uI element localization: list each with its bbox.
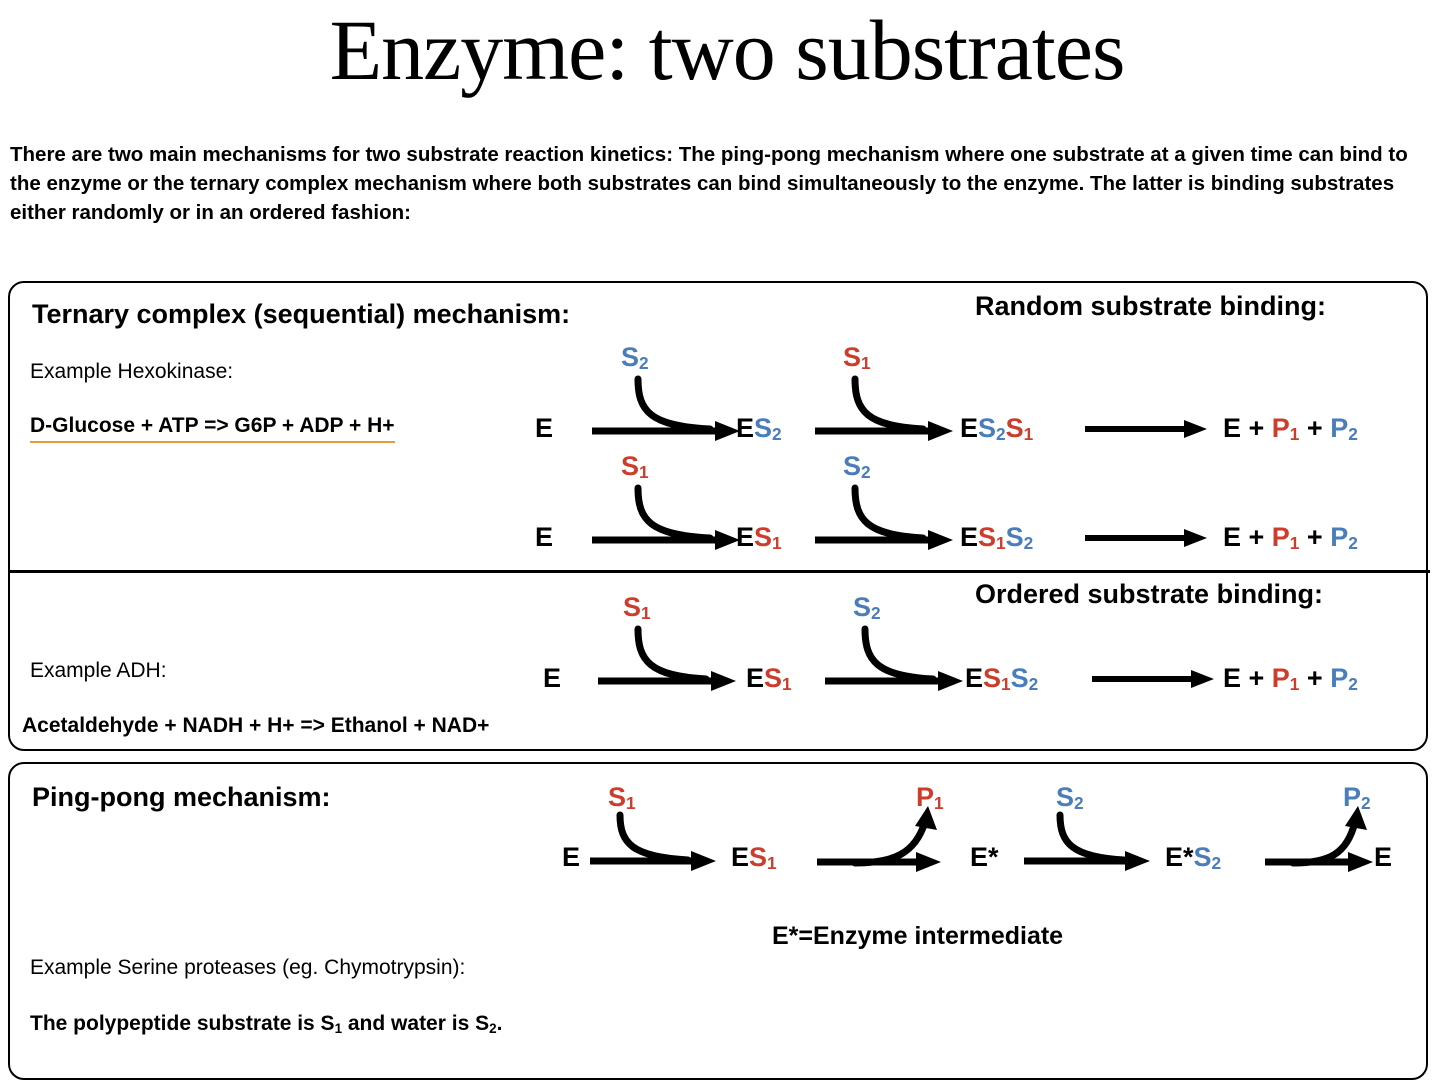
ternary-complex-box: Ternary complex (sequential) mechanism: …: [8, 281, 1430, 751]
pingpong-start-species: E: [562, 842, 581, 872]
row1-start-species: E: [535, 413, 554, 443]
row1-substrate-label-2: S1: [843, 342, 871, 374]
pingpong-node-2: E*: [970, 842, 999, 872]
hexokinase-equation: D-Glucose + ATP => G6P + ADP + H+: [30, 414, 395, 443]
adh-equation: Acetaldehyde + NADH + H+ => Ethanol + NA…: [22, 714, 490, 737]
enzyme-intermediate-note: E*=Enzyme intermediate: [772, 922, 1064, 950]
row2-arrow-2: [813, 480, 963, 552]
serine-protease-example-label: Example Serine proteases (eg. Chymotryps…: [30, 956, 466, 979]
row2-products: E + P1 + P2: [1223, 522, 1358, 554]
row2-substrate-label-2: S2: [843, 451, 871, 483]
pingpong-product-label-1: P1: [916, 782, 944, 814]
pingpong-heading: Ping-pong mechanism:: [32, 782, 331, 812]
ordered-node-2: ES1S2: [965, 663, 1039, 695]
row2-start-species: E: [535, 522, 554, 552]
pingpong-arrow-3: [1022, 809, 1162, 871]
ordered-products: E + P1 + P2: [1223, 663, 1358, 695]
ordered-start-species: E: [543, 663, 562, 693]
row1-products: E + P1 + P2: [1223, 413, 1358, 445]
adh-example-label: Example ADH:: [30, 659, 167, 682]
hexokinase-example-label: Example Hexokinase:: [30, 360, 234, 383]
row2-substrate-label-1: S1: [621, 451, 649, 483]
ping-pong-box: Ping-pong mechanism: E S1 ES1 P1 E* S: [8, 762, 1428, 1080]
pingpong-arrow-2: [815, 806, 960, 874]
row1-arrow-2: [813, 371, 963, 443]
pingpong-end-species: E: [1374, 842, 1393, 872]
row1-node-2: ES2S1: [960, 413, 1034, 445]
ordered-binding-heading: Ordered substrate binding:: [975, 579, 1324, 609]
intro-paragraph: There are two main mechanisms for two su…: [10, 143, 1408, 224]
serine-protease-statement: The polypeptide substrate is S1 and wate…: [30, 1012, 503, 1036]
pingpong-product-label-2: P2: [1343, 782, 1371, 814]
page-title: Enzyme: two substrates: [329, 2, 1126, 98]
ordered-arrow-2: [823, 621, 973, 693]
ordered-substrate-label-1: S1: [623, 592, 651, 624]
row2-arrow-1: [590, 480, 750, 552]
ordered-substrate-label-2: S2: [853, 592, 881, 624]
ordered-arrow-1: [596, 621, 746, 693]
pingpong-node-3: E*S2: [1165, 842, 1222, 874]
pingpong-substrate-label-2: S2: [1056, 782, 1084, 814]
row1-substrate-label-1: S2: [621, 342, 649, 374]
pingpong-arrow-1: [588, 809, 728, 871]
ordered-node-1: ES1: [746, 663, 792, 695]
ternary-heading: Ternary complex (sequential) mechanism:: [32, 299, 571, 329]
row2-arrow-3: [1083, 526, 1215, 548]
row2-node-2: ES1S2: [960, 522, 1034, 554]
random-binding-heading: Random substrate binding:: [975, 291, 1326, 321]
pingpong-arrow-4: [1263, 806, 1393, 874]
pingpong-substrate-label-1: S1: [608, 782, 636, 814]
ordered-arrow-3: [1090, 667, 1222, 689]
row1-arrow-3: [1083, 417, 1215, 439]
box-divider: [10, 570, 1430, 573]
row2-node-1: ES1: [736, 522, 782, 554]
row1-arrow-1: [590, 371, 750, 443]
pingpong-node-1: ES1: [731, 842, 777, 874]
row1-node-1: ES2: [736, 413, 782, 445]
